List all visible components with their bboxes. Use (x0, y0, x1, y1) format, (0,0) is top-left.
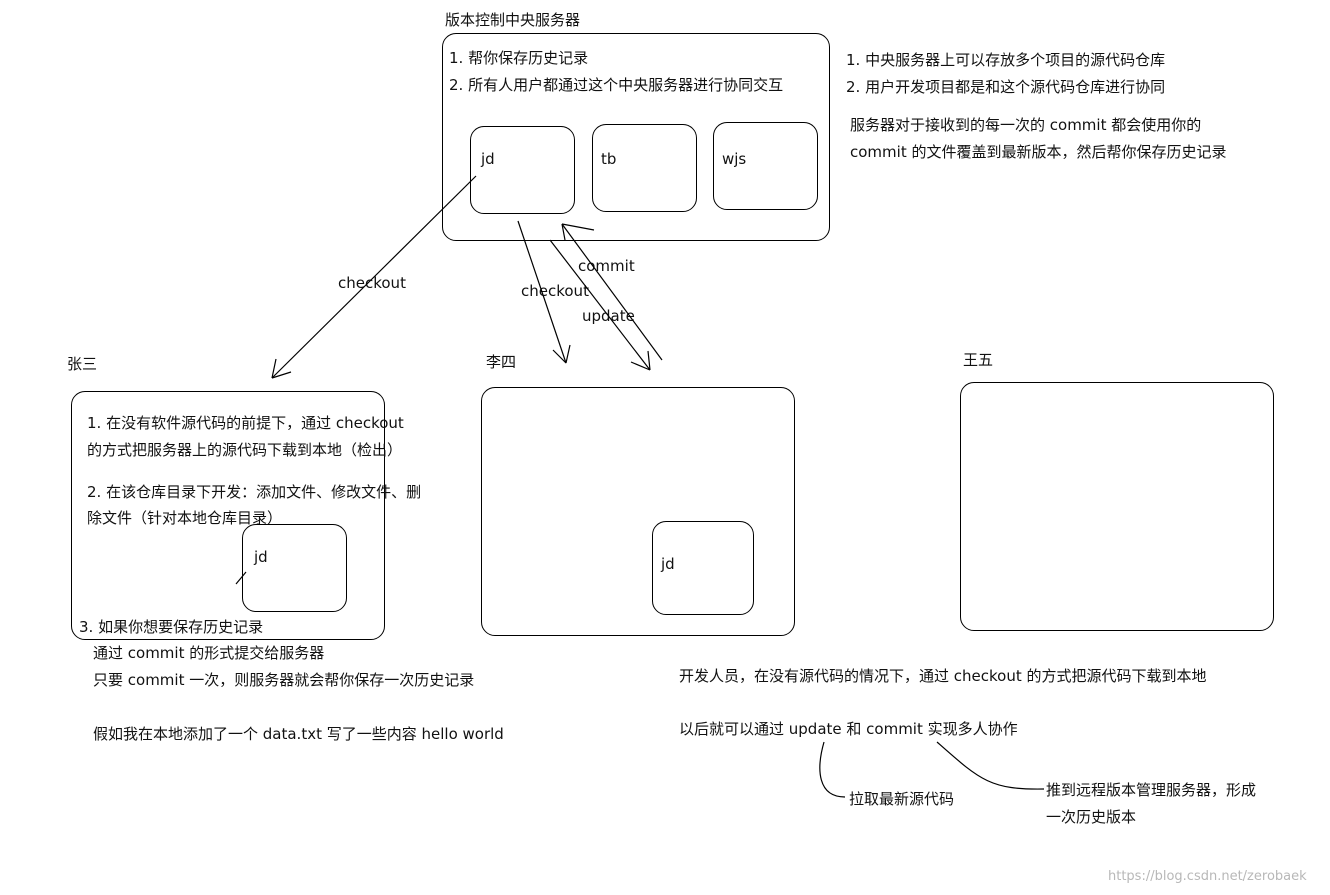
dev-note-1: 开发人员，在没有源代码的情况下，通过 checkout 的方式把源代码下载到本地 (679, 667, 1207, 685)
user-lisi-box (481, 387, 795, 636)
server-note-2: 2. 用户开发项目都是和这个源代码仓库进行协同 (846, 78, 1166, 96)
update-callout (819, 741, 846, 798)
commit-note-1: 推到远程版本管理服务器，形成 (1046, 781, 1257, 799)
zhangsan-note-7: 只要 commit 一次，则服务器就会帮你保存一次历史记录 (93, 671, 475, 689)
zhangsan-repo-jd (242, 524, 347, 612)
server-repo-wjs (713, 122, 818, 210)
server-note-3: 服务器对于接收到的每一次的 commit 都会使用你的 (850, 116, 1202, 134)
user-zhangsan-label: 张三 (67, 355, 98, 373)
server-point-2: 2. 所有人用户都通过这个中央服务器进行协同交互 (449, 76, 784, 94)
server-title: 版本控制中央服务器 (445, 11, 581, 29)
lisi-repo-jd-label: jd (661, 555, 675, 573)
checkout-arrow-lisi-head (552, 344, 571, 364)
zhangsan-note-4: 除文件（针对本地仓库目录） (87, 509, 283, 527)
checkout-label-mid: checkout (521, 282, 589, 300)
zhangsan-note-1: 1. 在没有软件源代码的前提下，通过 checkout (87, 414, 404, 432)
server-note-1: 1. 中央服务器上可以存放多个项目的源代码仓库 (846, 51, 1166, 69)
user-wangwu-label: 王五 (963, 351, 994, 369)
zhangsan-note-2: 的方式把服务器上的源代码下载到本地（检出） (87, 441, 403, 459)
server-point-1: 1. 帮你保存历史记录 (449, 49, 589, 67)
dev-note-2: 以后就可以通过 update 和 commit 实现多人协作 (679, 720, 1018, 738)
zhangsan-note-8: 假如我在本地添加了一个 data.txt 写了一些内容 hello world (93, 725, 504, 743)
checkout-arrow-zhangsan-head (271, 358, 292, 379)
server-repo-jd-label: jd (481, 150, 495, 168)
lisi-repo-jd (652, 521, 754, 615)
commit-note-2: 一次历史版本 (1046, 808, 1137, 826)
server-repo-jd (470, 126, 575, 214)
zhangsan-note-5: 3. 如果你想要保存历史记录 (79, 618, 264, 636)
server-note-4: commit 的文件覆盖到最新版本，然后帮你保存历史记录 (850, 143, 1227, 161)
zhangsan-repo-jd-label: jd (254, 548, 268, 566)
commit-callout (936, 741, 1045, 790)
zhangsan-note-6: 通过 commit 的形式提交给服务器 (93, 644, 325, 662)
user-zhangsan-box (71, 391, 385, 640)
server-repo-tb-label: tb (601, 150, 617, 168)
commit-label: commit (578, 257, 635, 275)
checkout-label-left: checkout (338, 274, 406, 292)
zhangsan-note-3: 2. 在该仓库目录下开发：添加文件、修改文件、删 (87, 483, 422, 501)
user-lisi-label: 李四 (486, 353, 517, 371)
update-label: update (582, 307, 635, 325)
user-wangwu-box (960, 382, 1274, 631)
server-repo-tb (592, 124, 697, 212)
server-repo-wjs-label: wjs (722, 150, 747, 168)
update-note: 拉取最新源代码 (849, 790, 955, 808)
watermark: https://blog.csdn.net/zerobaek (1108, 869, 1307, 884)
update-arrow-head (630, 350, 651, 371)
